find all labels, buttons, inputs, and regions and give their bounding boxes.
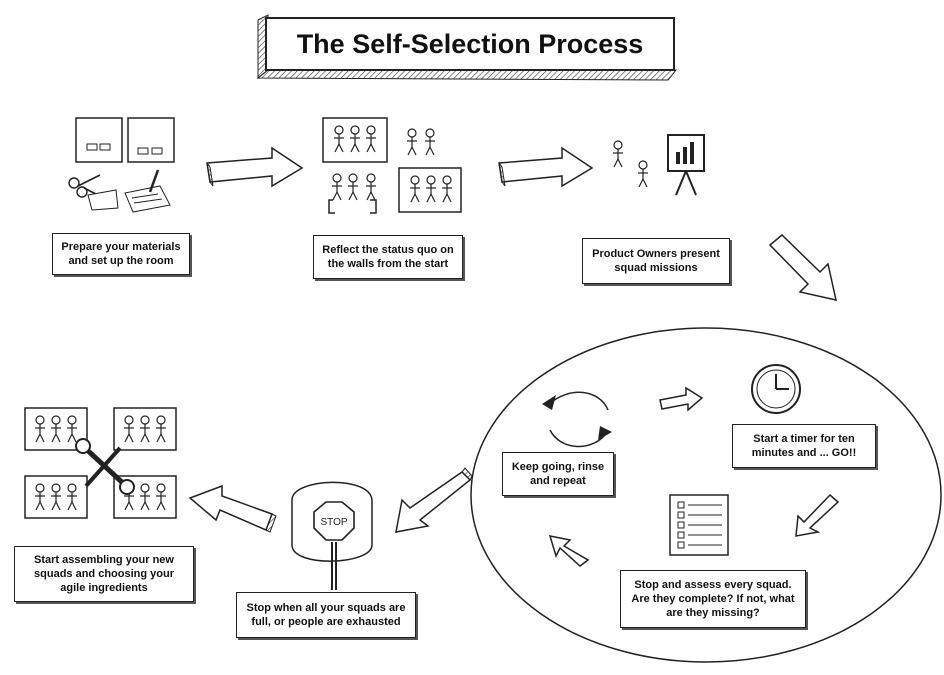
step-start-assembling: Start assembling your new squads and cho… <box>14 546 194 602</box>
arrow-5 <box>188 484 277 533</box>
step-reflect-status-quo: Reflect the status quo on the walls from… <box>313 235 463 279</box>
clock-icon <box>751 364 801 414</box>
product-owners-icon <box>612 134 705 196</box>
stop-sign-text: STOP <box>320 517 347 528</box>
assembling-icon <box>24 407 177 519</box>
stop-sign-icon: STOP <box>291 481 373 590</box>
step-assess-squads: Stop and assess every squad. Are they co… <box>620 570 806 628</box>
arrow-3 <box>768 233 837 301</box>
arrow-loop-3 <box>548 535 590 567</box>
status-quo-icon <box>322 117 462 214</box>
cycle-icon <box>542 391 612 448</box>
diagram-title: The Self-Selection Process <box>265 17 675 71</box>
arrow-1 <box>206 146 304 188</box>
iteration-ellipse <box>470 327 942 663</box>
step-stop-when-full: Stop when all your squads are full, or p… <box>236 592 416 638</box>
step-start-timer: Start a timer for ten minutes and ... GO… <box>732 424 876 468</box>
step-product-owners: Product Owners present squad missions <box>582 238 730 284</box>
step-prepare-materials: Prepare your materials and set up the ro… <box>52 233 190 275</box>
arrow-2 <box>498 146 594 188</box>
arrow-4 <box>395 467 473 533</box>
arrow-loop-1 <box>659 386 704 412</box>
step-keep-going: Keep going, rinse and repeat <box>502 452 614 496</box>
materials-icon <box>68 117 175 213</box>
checklist-icon <box>669 494 729 556</box>
arrow-loop-2 <box>795 493 840 537</box>
title-shadow-bottom <box>256 69 678 81</box>
